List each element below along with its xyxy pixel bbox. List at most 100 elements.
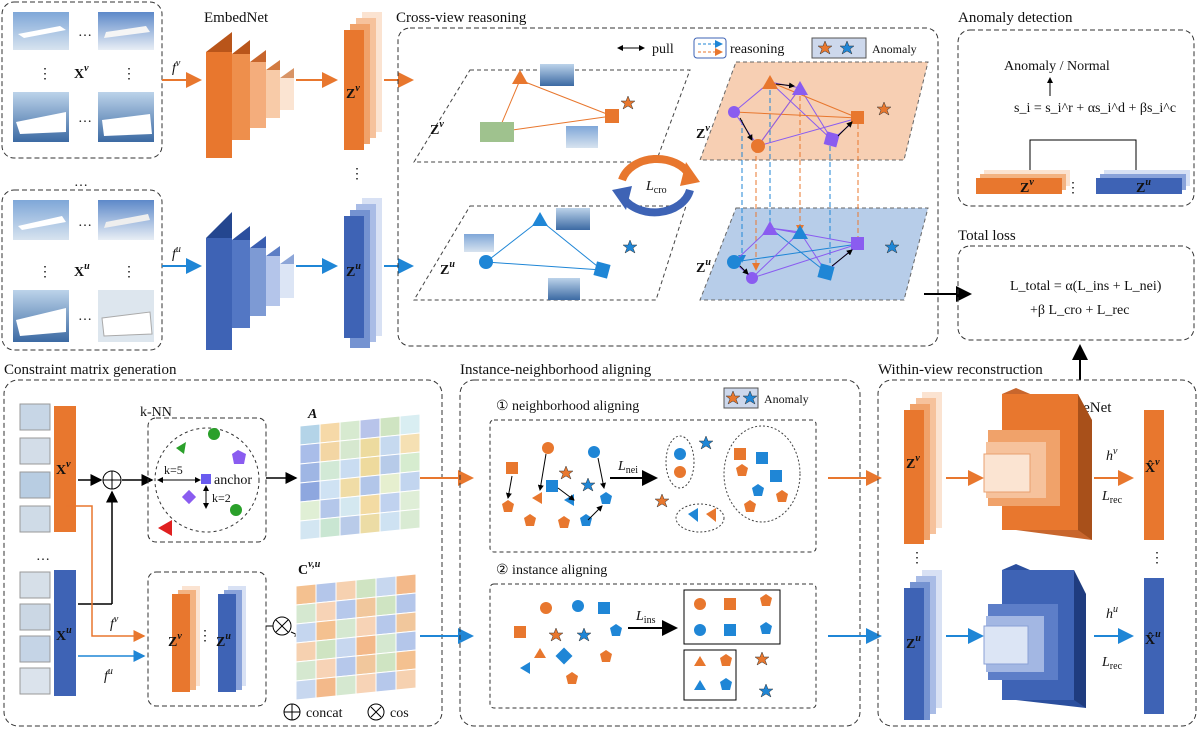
xhat-u-bar [1144,578,1164,714]
matrix-cell [315,581,337,604]
xhat-vdots: ⋮ [1150,551,1164,566]
anomaly-normal-text: Anomaly / Normal [1004,59,1110,74]
legend-cos: cos [390,706,409,721]
matrix-cell [335,655,357,678]
xhat-v-label: X̂v [1145,457,1160,476]
matrix-cell [295,583,317,606]
matrix-cell [399,470,421,493]
matrix-cell [295,659,317,682]
matrix-cell [399,489,421,512]
matrix-cell [335,674,357,697]
k5-label: k=5 [164,463,183,477]
matrix-cell [315,676,337,699]
matrix-cell [379,453,401,476]
xhat-v-bar [1144,410,1164,540]
c-matrix [295,573,417,701]
matrix-cell [359,417,381,440]
matrix-cell [315,638,337,661]
constraint-xv-label: Xv [56,459,71,478]
decodenet-u [983,564,1086,708]
xv-label: Xv [74,63,89,82]
matrix-cell [375,651,397,674]
dots-u2: … [78,309,92,324]
instance-before [514,600,622,684]
neighborhood-box [489,419,817,553]
detect-zu-label: Zu [1136,177,1151,196]
constraint-box [3,379,443,727]
matrix-cell [395,592,417,615]
recon-zv-label: Zv [906,453,920,472]
cross-view-box [397,27,939,347]
within-view-title: Within-view reconstruction [878,362,1043,378]
small-zu-stack [218,586,246,692]
matrix-cell [335,636,357,659]
neighborhood-before [502,442,612,528]
matrix-cell [355,577,377,600]
lcro-cycle [612,155,700,217]
matrix-cell [379,510,401,533]
constraint-xu-label: Xu [56,625,72,644]
fu-label: fu [172,244,181,262]
vdots-v1: ⋮ [38,67,52,82]
step2-label: ② instance aligning [496,563,607,578]
lower-right-graph [727,221,900,284]
loss-line1: L_total = α(L_ins + L_nei) [1010,279,1162,294]
embednet-u [206,212,294,350]
matrix-cell [395,649,417,672]
embednet-v [206,32,294,158]
small-zv-stack [172,586,200,692]
c-matrix-label: Cv,u [298,559,321,578]
matrix-cell [335,579,357,602]
anchor-label: anchor [214,473,252,488]
matrix-cell [295,678,317,701]
constraint-dots: … [36,549,50,564]
matrix-cell [399,451,421,474]
matrix-cell [375,594,397,617]
matrix-cell [359,474,381,497]
matrix-cell [319,478,341,501]
vdots-u1: ⋮ [38,265,52,280]
total-loss-box [957,245,1195,341]
vdots-z: ⋮ [350,167,364,182]
matrix-cell [395,611,417,634]
matrix-cell [359,493,381,516]
matrix-cell [375,613,397,636]
small-zv-label: Zv [168,631,182,650]
matrix-cell [395,630,417,653]
matrix-cell [295,602,317,625]
recon-zv-stack [904,392,942,544]
dots-between: … [74,175,88,190]
matrix-cell [315,600,337,623]
matrix-cell [299,423,321,446]
matrix-cell [359,436,381,459]
matrix-cell [399,432,421,455]
matrix-cell [355,615,377,638]
zu-right-label: Zu [696,257,711,276]
matrix-cell [359,455,381,478]
matrix-cell [319,459,341,482]
recon-zu-label: Zu [906,633,921,652]
within-view-box [877,379,1197,727]
matrix-cell [339,495,361,518]
matrix-cell [319,497,341,520]
matrix-cell [335,598,357,621]
a-matrix [299,413,421,541]
matrix-cell [339,419,361,442]
constraint-images-v [19,403,51,533]
fv-label: fv [172,58,181,76]
small-zu-label: Zu [216,631,231,650]
instance-neighborhood-box [459,379,861,727]
z-pair-box [147,571,267,707]
matrix-cell [319,421,341,444]
zu-stack [344,198,382,348]
detect-zu-stack [1096,170,1190,194]
matrix-cell [379,491,401,514]
score-fusion-lines [1029,139,1137,172]
legend-pull: pull [652,42,674,57]
step1-label: ① neighborhood aligning [496,399,639,414]
matrix-cell [355,596,377,619]
zv-right-label: Zv [696,123,710,142]
constraint-images-u [19,571,51,695]
detect-zv-stack [976,170,1070,194]
